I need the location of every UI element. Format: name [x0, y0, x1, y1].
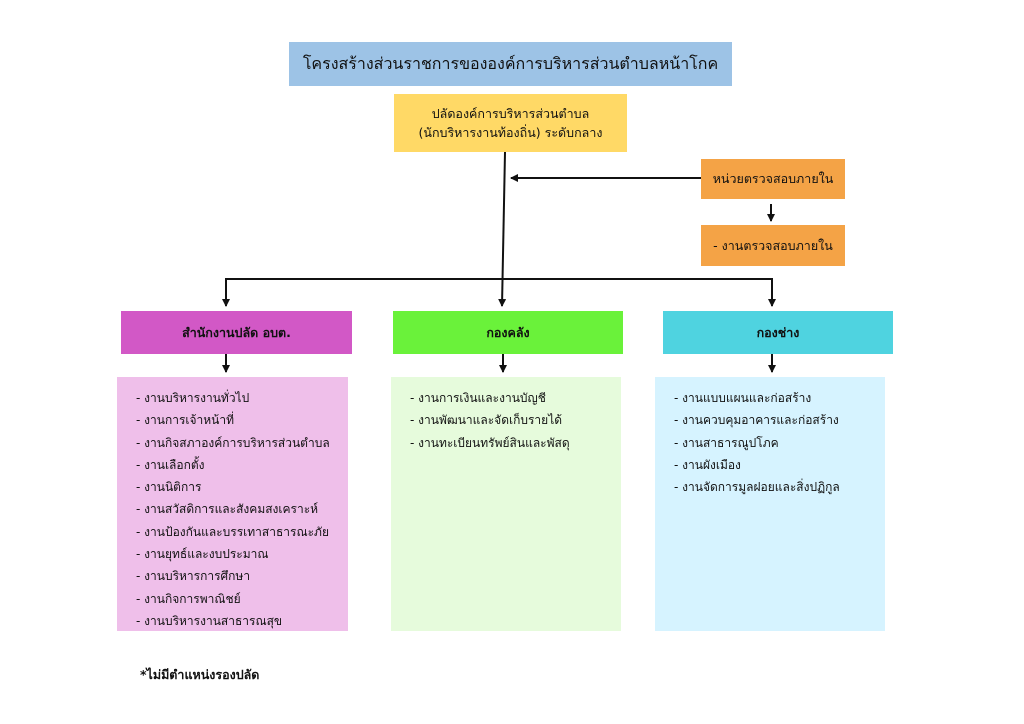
title-text: โครงสร้างส่วนราชการขององค์การบริหารส่วนต… — [302, 53, 719, 73]
finance-task-list: - งานการเงินและงานบัญชี - งานพัฒนาและจัดเ… — [391, 377, 621, 631]
chief-to-departments-line — [498, 151, 507, 307]
org-chart-title: โครงสร้างส่วนราชการขององค์การบริหารส่วนต… — [289, 42, 732, 86]
office-task-list: - งานบริหารงานทั่วไป - งานการเจ้าหน้าที่ -… — [117, 377, 348, 631]
task-item: - งานควบคุมอาคารและก่อสร้าง — [674, 413, 839, 428]
task-item: - งานผังเมือง — [674, 457, 741, 472]
footnote: *ไม่มีตำแหน่งรองปลัด — [140, 667, 260, 682]
task-item: - งานการเงินและงานบัญชี — [410, 391, 546, 405]
department-finance-label: กองคลัง — [486, 324, 530, 340]
chief-title-line1: ปลัดองค์การบริหารส่วนตำบล — [431, 106, 590, 121]
department-engineering-label: กองช่าง — [756, 324, 800, 340]
engineering-task-list: - งานแบบแผนและก่อสร้าง - งานควบคุมอาคารแล… — [655, 377, 885, 631]
task-item: - งานทะเบียนทรัพย์สินและพัสดุ — [410, 435, 570, 450]
department-engineering-box: กองช่าง — [663, 311, 893, 354]
task-item: - งานเลือกตั้ง — [136, 457, 205, 472]
department-office-box: สำนักงานปลัด อบต. — [121, 311, 352, 354]
task-item: - งานพัฒนาและจัดเก็บรายได้ — [410, 413, 563, 428]
department-finance-box: กองคลัง — [393, 311, 623, 354]
task-item: - งานสาธารณูปโภค — [674, 435, 779, 450]
task-item: - งานจัดการมูลฝอยและสิ่งปฏิกูล — [674, 480, 840, 495]
internal-audit-unit-box: หน่วยตรวจสอบภายใน — [701, 159, 845, 199]
audit-task-label: - งานตรวจสอบภายใน — [713, 237, 833, 253]
task-item: - งานบริหารงานทั่วไป — [136, 391, 250, 405]
task-item: - งานการเจ้าหน้าที่ — [136, 413, 235, 428]
task-item: - งานบริหารการศึกษา — [136, 569, 251, 584]
department-office-label: สำนักงานปลัด อบต. — [182, 324, 291, 340]
task-item: - งานกิจการพาณิชย์ — [136, 591, 241, 606]
task-item: - งานป้องกันและบรรเทาสาธารณะภัย — [136, 524, 329, 539]
task-item: - งานกิจสภาองค์การบริหารส่วนตำบล — [136, 435, 330, 450]
chief-title-line2: (นักบริหารงานท้องถิ่น) ระดับกลาง — [418, 125, 603, 140]
task-item: - งานบริหารงานสาธารณสุข — [136, 613, 283, 628]
chief-administrator-box: ปลัดองค์การบริหารส่วนตำบล (นักบริหารงานท… — [394, 94, 627, 152]
internal-audit-task-box: - งานตรวจสอบภายใน — [701, 225, 845, 266]
task-item: - งานยุทธ์และงบประมาณ — [136, 547, 269, 562]
task-item: - งานแบบแผนและก่อสร้าง — [674, 391, 812, 405]
task-item: - งานสวัสดิการและสังคมสงเคราะห์ — [136, 502, 319, 517]
audit-unit-label: หน่วยตรวจสอบภายใน — [712, 171, 834, 186]
task-item: - งานนิติการ — [136, 480, 202, 495]
